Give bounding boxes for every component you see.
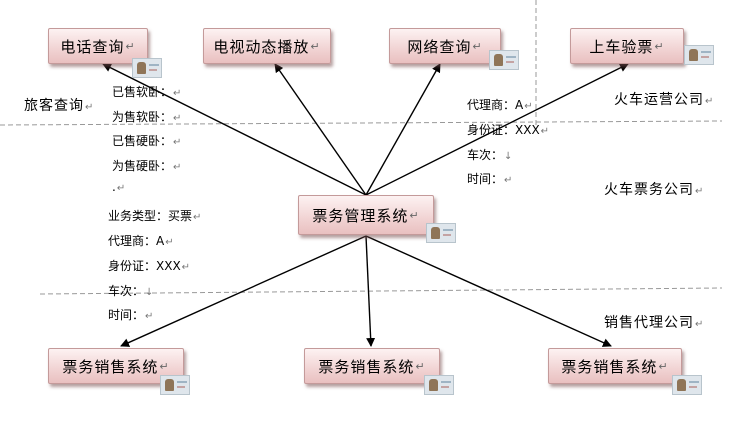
query-info-line: 为售软卧：↵	[112, 110, 182, 124]
sales-system-node-2: 票务销售系统↵	[304, 348, 440, 384]
network-query-label: 网络查询	[407, 37, 472, 56]
check-info-line: 时间：↵	[467, 172, 513, 186]
arrow-to-sales-3	[365, 235, 612, 347]
sales-system-label: 票务销售系统	[62, 357, 159, 376]
phone-query-label: 电话查询	[60, 37, 125, 56]
arrow-to-network-query	[365, 63, 441, 196]
arrow-to-phone-query	[102, 63, 367, 196]
sales-info-line: 代理商：A↵	[108, 234, 174, 248]
arrow-to-boarding-check	[365, 63, 629, 196]
ticket-management-label: 票务管理系统	[312, 206, 409, 225]
network-query-node: 网络查询↵	[389, 28, 501, 64]
tv-broadcast-node: 电视动态播放↵	[203, 28, 331, 64]
id-card-icon	[489, 50, 519, 70]
region-ticketing-company: 火车票务公司↵	[604, 182, 705, 198]
check-info-line: 身份证：XXX↵	[467, 123, 550, 137]
arrow-to-sales-2	[365, 235, 376, 347]
id-card-icon	[684, 45, 714, 65]
id-card-icon	[672, 375, 702, 395]
ticket-management-node: 票务管理系统↵	[298, 195, 434, 235]
query-info-line: 为售硬卧：↵	[112, 159, 182, 173]
sales-info-line: 身份证：XXX↵	[108, 259, 191, 273]
region-train-operations: 火车运营公司↵	[614, 92, 715, 108]
sales-info-line: 车次：↓	[108, 284, 154, 298]
separator-top	[0, 120, 723, 126]
query-info-line: .↵	[112, 180, 126, 194]
sales-info-line: 业务类型：买票↵	[108, 209, 202, 223]
arrow-to-tv-broadcast	[274, 63, 367, 196]
separator-bottom	[39, 287, 723, 295]
sales-system-label: 票务销售系统	[561, 357, 658, 376]
boarding-check-node: 上车验票↵	[570, 28, 684, 64]
region-sales-agency: 销售代理公司↵	[604, 315, 705, 331]
sales-system-node-1: 票务销售系统↵	[48, 348, 184, 384]
arrow-to-sales-1	[120, 235, 367, 347]
sales-system-label: 票务销售系统	[318, 357, 415, 376]
id-card-icon	[160, 375, 190, 395]
query-info-line: 已售硬卧：↵	[112, 134, 182, 148]
id-card-icon	[424, 375, 454, 395]
id-card-icon	[426, 223, 456, 243]
sales-info-line: 时间：↵	[108, 308, 154, 322]
query-info-line: 已售软卧：↵	[112, 85, 182, 99]
phone-query-node: 电话查询↵	[48, 28, 148, 64]
id-card-icon	[132, 58, 162, 78]
check-info-line: 代理商：A↵	[467, 98, 533, 112]
tv-broadcast-label: 电视动态播放	[213, 37, 310, 56]
check-info-line: 车次：↓	[467, 148, 513, 162]
sales-system-node-3: 票务销售系统↵	[548, 348, 682, 384]
region-passenger-query: 旅客查询↵	[24, 98, 95, 114]
boarding-check-label: 上车验票	[589, 37, 654, 56]
